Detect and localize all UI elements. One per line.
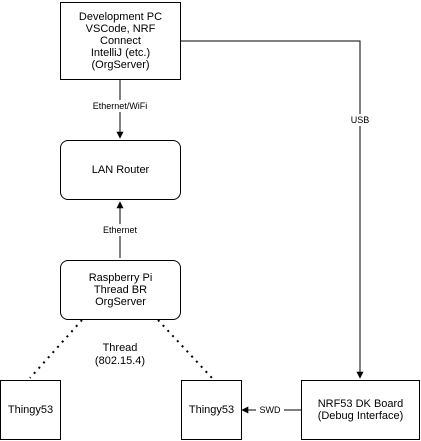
raspberry-pi-line-1: Raspberry Pi xyxy=(88,272,153,284)
thread-link-left xyxy=(29,319,83,379)
thingy53-right-node: Thingy53 xyxy=(181,380,242,440)
thread-label-line-1: Thread xyxy=(102,342,138,354)
thread-label-line-2: (802.15.4) xyxy=(94,355,146,367)
nrf53-dk-line-1: NRF53 DK Board xyxy=(317,398,404,410)
dev-pc-line-4: IntelliJ (etc.) xyxy=(90,47,151,59)
thread-label: Thread (802.15.4) xyxy=(88,342,152,368)
lan-router-label: LAN Router xyxy=(91,164,150,176)
dev-pc-line-5: (OrgServer) xyxy=(91,59,150,71)
nrf53-dk-line-2: (Debug Interface) xyxy=(317,410,404,422)
usb-label: USB xyxy=(348,114,372,126)
development-pc-node: Development PC VSCode, NRF Connect Intel… xyxy=(60,2,181,80)
dev-pc-line-2: VSCode, NRF xyxy=(85,23,156,35)
raspberry-pi-line-3: OrgServer xyxy=(95,296,146,308)
nrf53-dk-node: NRF53 DK Board (Debug Interface) xyxy=(301,380,420,440)
ethernet-wifi-label: Ethernet/WiFi xyxy=(86,100,154,112)
raspberry-pi-line-2: Thread BR xyxy=(93,284,148,296)
dev-pc-line-3: Connect xyxy=(100,35,141,47)
raspberry-pi-node: Raspberry Pi Thread BR OrgServer xyxy=(60,260,181,320)
thingy53-left-label: Thingy53 xyxy=(7,404,54,416)
dev-pc-line-1: Development PC xyxy=(78,11,163,23)
lan-router-node: LAN Router xyxy=(60,140,181,200)
thingy53-left-node: Thingy53 xyxy=(0,380,61,440)
thread-link-right xyxy=(157,319,213,379)
usb-connector xyxy=(181,40,364,379)
thingy53-right-label: Thingy53 xyxy=(188,404,235,416)
ethernet-label: Ethernet xyxy=(98,224,142,236)
swd-label: SWD xyxy=(256,404,284,416)
